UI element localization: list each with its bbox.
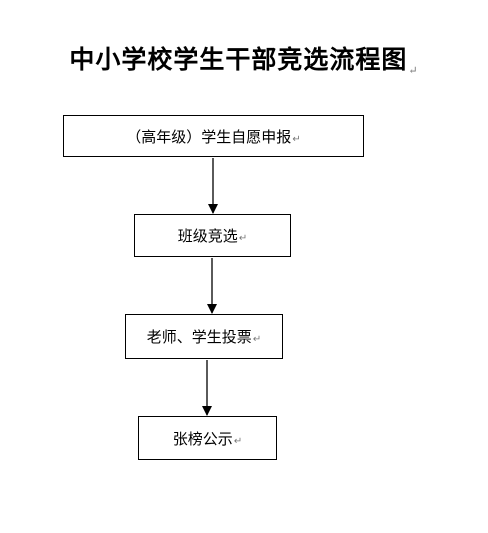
flow-step-publish: 张榜公示↵ xyxy=(138,416,277,460)
page-title: 中小学校学生干部竞选流程图↵ xyxy=(69,45,419,77)
paragraph-mark-icon: ↵ xyxy=(252,334,262,345)
paragraph-mark-icon: ↵ xyxy=(408,64,419,77)
flow-step-vote: 老师、学生投票↵ xyxy=(125,314,283,359)
paragraph-mark-icon: ↵ xyxy=(292,133,301,145)
paragraph-mark-icon: ↵ xyxy=(238,233,248,244)
flow-step-class-election: 班级竞选↵ xyxy=(134,214,291,257)
flow-step-apply: （高年级）学生自愿申报↵ xyxy=(63,115,364,157)
paragraph-mark-icon: ↵ xyxy=(233,435,243,447)
